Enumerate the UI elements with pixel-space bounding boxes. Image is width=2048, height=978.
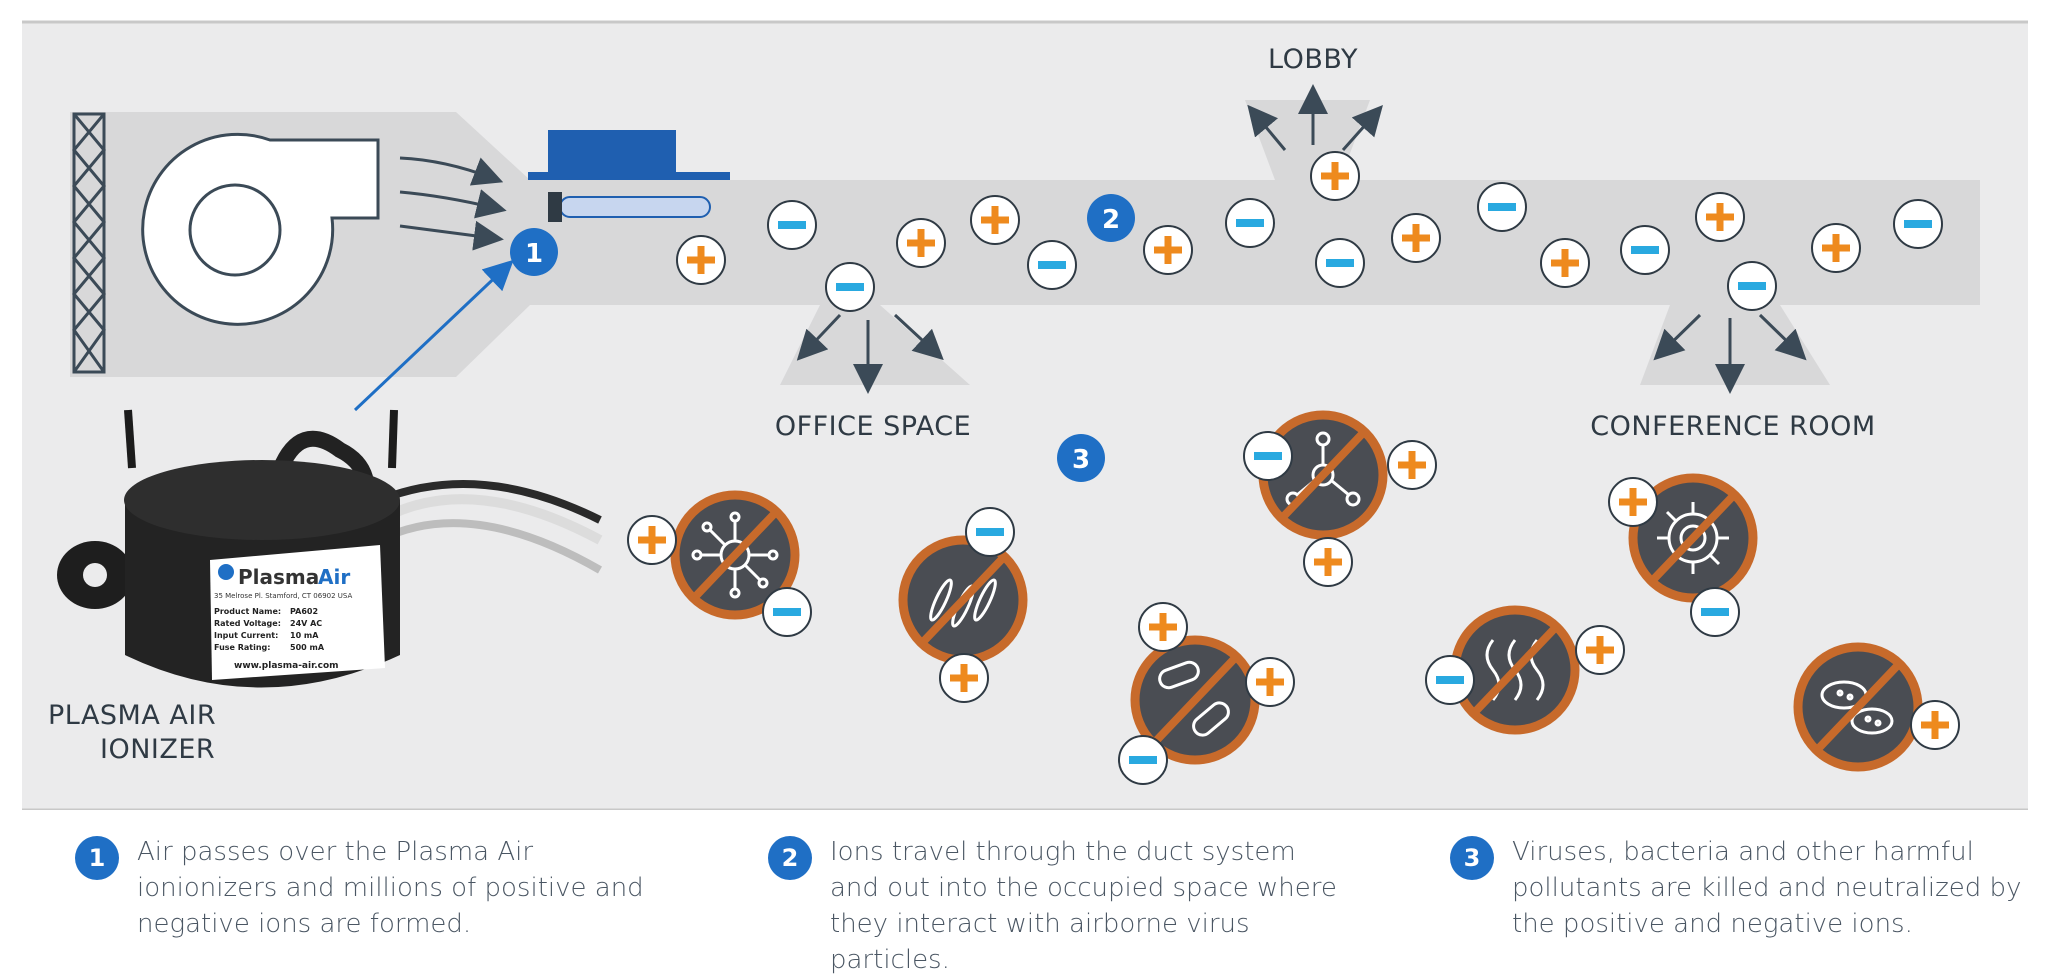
svg-text:24V AC: 24V AC [290, 619, 322, 628]
bacilli-icon [898, 535, 1028, 665]
duct-ionizer [528, 130, 730, 222]
svg-text:www.plasma-air.com: www.plasma-air.com [234, 661, 339, 671]
label-conference-room: CONFERENCE ROOM [1590, 411, 1875, 442]
marker-3: 3 [1057, 434, 1105, 482]
negative-ion [767, 200, 817, 250]
positive-ion [627, 515, 677, 565]
plasma-air-ionizer-device: Plasma Air 35 Melrose Pl. Stamford, CT 0… [57, 409, 603, 688]
svg-text:1: 1 [525, 239, 543, 269]
negative-ion [825, 262, 875, 312]
positive-ion [1138, 602, 1188, 652]
label-ionizer-line1: PLASMA AIR [48, 700, 216, 731]
negative-ion [1315, 238, 1365, 288]
positive-ion [1245, 657, 1295, 707]
virus-icon [670, 490, 800, 620]
svg-text:Rated Voltage:: Rated Voltage: [214, 619, 281, 628]
air-handler-unit [70, 112, 530, 377]
positive-ion [1391, 213, 1441, 263]
negative-ion [1118, 735, 1168, 785]
positive-ion [676, 235, 726, 285]
svg-text:Fuse Rating:: Fuse Rating: [214, 643, 270, 652]
lobby-arrows [1247, 84, 1383, 151]
positive-ion [1608, 477, 1658, 527]
airflow-arrows [399, 156, 507, 251]
fumes-icon [1450, 605, 1580, 735]
step-3-number: 3 [1450, 836, 1494, 880]
step-1-text: Air passes over the Plasma Air ionionize… [137, 837, 644, 939]
positive-ion [1695, 192, 1745, 242]
step-3-text: Viruses, bacteria and other harmful poll… [1512, 837, 2022, 939]
svg-text:Product Name:: Product Name: [214, 607, 281, 616]
virus-cell-icon [1628, 473, 1758, 603]
step-1-number: 1 [75, 836, 119, 880]
positive-ion [896, 218, 946, 268]
step-2-text: Ions travel through the duct system and … [830, 837, 1337, 975]
ionizer-pointer [353, 259, 514, 412]
svg-text:2: 2 [1102, 205, 1120, 235]
negative-ion [1243, 431, 1293, 481]
positive-ion [970, 195, 1020, 245]
negative-ion [965, 507, 1015, 557]
negative-ion [1027, 240, 1077, 290]
svg-text:PA602: PA602 [290, 607, 318, 616]
negative-ion [1425, 655, 1475, 705]
blower-fan [141, 132, 380, 326]
svg-text:3: 3 [1072, 445, 1090, 475]
label-lobby: LOBBY [1268, 44, 1358, 75]
svg-text:Air: Air [318, 565, 350, 589]
positive-ion [1910, 700, 1960, 750]
label-ionizer-line2: IONIZER [100, 734, 215, 765]
svg-text:35 Melrose Pl. Stamford, CT 0: 35 Melrose Pl. Stamford, CT 06902 USA [214, 592, 352, 600]
positive-ion [1575, 625, 1625, 675]
step-2-number: 2 [768, 836, 812, 880]
filter-rack [72, 112, 106, 374]
positive-ion [1143, 225, 1193, 275]
negative-ion [1477, 182, 1527, 232]
positive-ion [1811, 223, 1861, 273]
office-arrows [796, 313, 944, 394]
positive-ion [1387, 440, 1437, 490]
svg-text:Plasma: Plasma [238, 565, 319, 589]
marker-1: 1 [510, 228, 558, 276]
positive-ion [1303, 537, 1353, 587]
positive-ion [1540, 238, 1590, 288]
step-captions: 1 Air passes over the Plasma Air ionioni… [0, 820, 2048, 975]
svg-text:500 mA: 500 mA [290, 643, 325, 652]
negative-ion [1620, 225, 1670, 275]
conference-arrows [1653, 313, 1807, 394]
negative-ion [1225, 198, 1275, 248]
negative-ion [1893, 199, 1943, 249]
positive-ion [1310, 151, 1360, 201]
svg-text:10 mA: 10 mA [290, 631, 319, 640]
svg-text:Input Current:: Input Current: [214, 631, 278, 640]
marker-2: 2 [1087, 194, 1135, 242]
label-office-space: OFFICE SPACE [775, 411, 971, 442]
positive-ion [939, 653, 989, 703]
diagram-canvas: 1 2 3 LOBBY OFFICE SPACE CONFERENCE ROOM… [22, 20, 2028, 812]
negative-ion [1690, 587, 1740, 637]
mold-spores-icon [1793, 642, 1923, 772]
negative-ion [762, 587, 812, 637]
negative-ion [1727, 261, 1777, 311]
